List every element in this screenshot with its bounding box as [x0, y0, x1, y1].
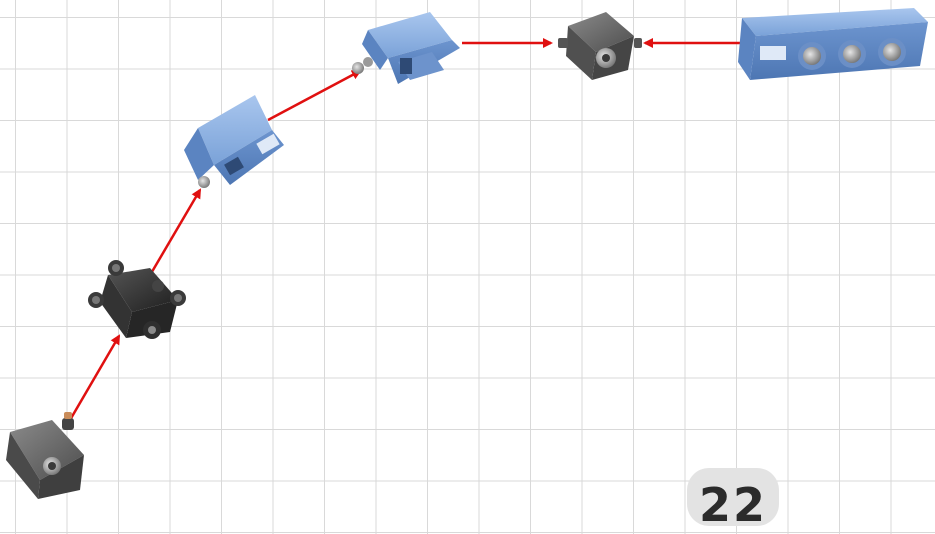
edge-hub-to-module1: [144, 188, 202, 283]
blue-long-module: [738, 8, 928, 80]
assembly-diagram: [6, 8, 928, 499]
long-module-port-3: [878, 38, 906, 66]
long-module-port-1: [798, 42, 826, 70]
page-number-badge: 22: [687, 468, 779, 532]
black-hub-cube: [88, 260, 186, 339]
edges: [68, 38, 740, 421]
blue-angled-module-1: [184, 95, 284, 188]
blue-angled-module-2: [352, 12, 460, 84]
long-module-port-2: [838, 40, 866, 68]
gray-cube-end: [558, 12, 642, 80]
edge-module1-to-module2: [267, 69, 362, 122]
edge-start-to-hub: [68, 334, 121, 421]
gray-cube-start: [6, 412, 84, 499]
